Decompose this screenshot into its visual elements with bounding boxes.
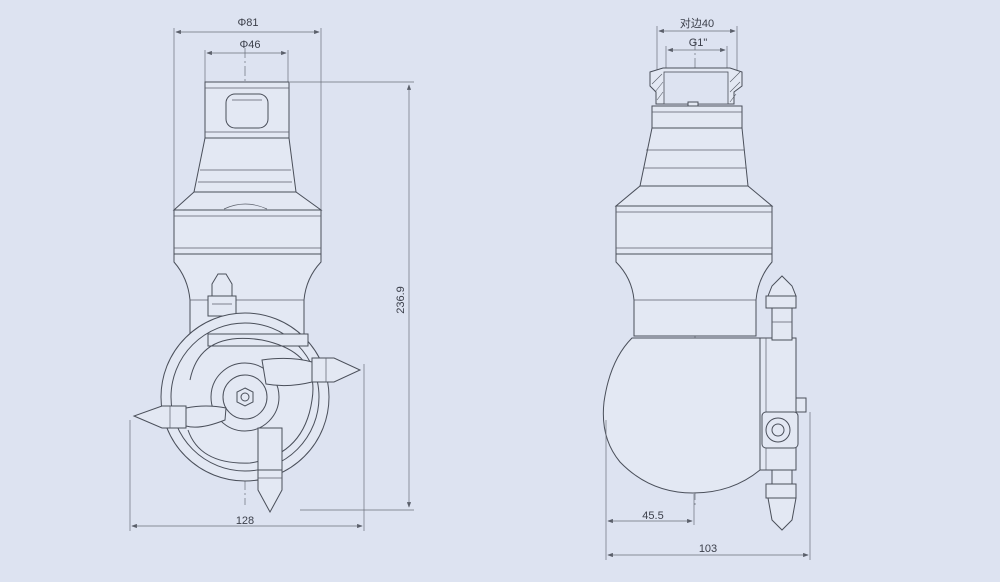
side-view: 对边40 G1"	[602, 16, 811, 560]
side-inlet-hatch-right	[729, 71, 741, 103]
phi81-label: Φ81	[237, 17, 258, 29]
front-bottom-nozzle	[257, 469, 283, 514]
side-top-nozzle-stem	[771, 307, 793, 341]
side-inlet-bore	[663, 71, 729, 105]
side-inlet-key	[687, 101, 699, 107]
side-collar-cone	[614, 185, 774, 207]
front-upper-nozzle-base	[207, 295, 237, 317]
front-rotor-outline	[187, 337, 314, 464]
side-sphere	[602, 337, 761, 494]
side-hub-inner	[771, 423, 785, 437]
side-bottom-nozzle-stem	[771, 469, 793, 485]
front-left-nozzle	[132, 405, 187, 429]
side-bottom-nozzle-tip	[767, 497, 797, 531]
side-mount-tab	[795, 397, 807, 413]
phi46-label: Φ46	[239, 39, 260, 51]
offset-label: 45.5	[642, 510, 663, 522]
side-taper	[639, 127, 749, 187]
front-body-band	[173, 209, 322, 255]
thread-label: G1"	[689, 37, 708, 49]
front-ball-neck	[207, 333, 309, 347]
front-bottom-arm	[257, 427, 283, 471]
front-view: Φ81 Φ46 236.9 128	[129, 17, 414, 531]
side-top-nozzle-collar	[765, 295, 797, 309]
side-body-band	[615, 205, 773, 255]
front-taper-neck	[193, 137, 297, 193]
side-hub-outer	[765, 417, 791, 443]
across-flats-label: 对边40	[680, 16, 714, 30]
side-neck-band	[651, 105, 743, 129]
side-bottom-nozzle-collar	[765, 483, 797, 499]
side-lower-body	[615, 253, 773, 337]
front-right-arm	[261, 357, 313, 387]
front-collar-cone	[172, 191, 323, 211]
width128-label: 128	[236, 515, 254, 527]
height-label: 236.9	[395, 286, 407, 314]
side-width-label: 103	[699, 543, 717, 555]
front-right-nozzle	[311, 357, 362, 383]
side-mount-plate	[759, 337, 797, 471]
front-hex-flat	[225, 93, 269, 129]
side-top-nozzle-tip	[767, 275, 797, 297]
front-hub-bolt	[236, 387, 254, 407]
side-inlet-hatch-left	[651, 73, 664, 101]
